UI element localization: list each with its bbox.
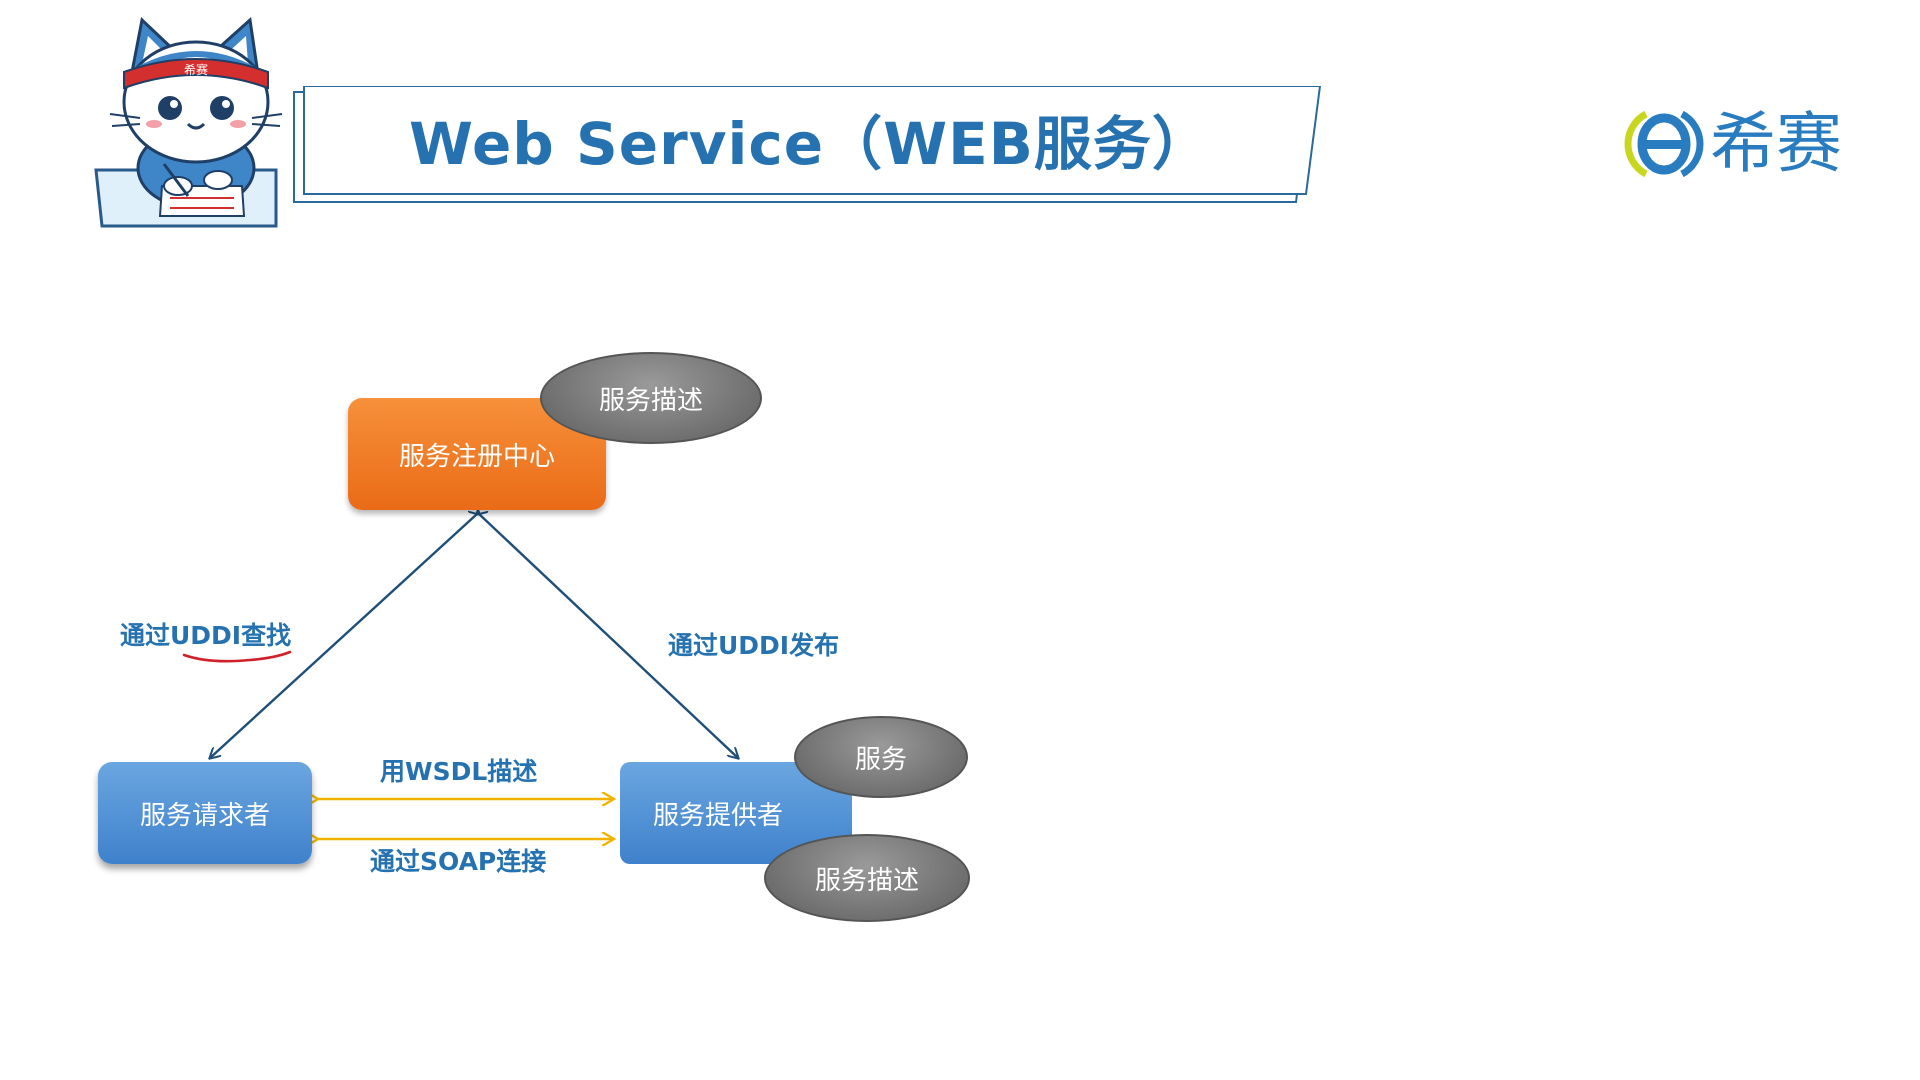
provider-service-description-node: 服务描述 (764, 834, 970, 922)
service-requester-node: 服务请求者 (98, 762, 312, 864)
registry-service-description-node: 服务描述 (540, 352, 762, 444)
brand-logo: 希赛 (1616, 104, 1876, 184)
annotation-underline-uddi (182, 650, 292, 663)
publish-via-uddi-label: 通过UDDI发布 (668, 631, 840, 660)
publish-connector (479, 514, 738, 758)
find-connector (210, 514, 477, 758)
title-banner (293, 86, 1322, 203)
connect-via-soap-label: 通过SOAP连接 (370, 847, 547, 876)
provider-service-node: 服务 (794, 716, 968, 798)
mascot-cat-icon: 希赛 (94, 17, 283, 228)
brand-e-icon (1624, 110, 1704, 178)
describe-with-wsdl-label: 用WSDL描述 (380, 757, 538, 786)
page-title: Web Service（WEB服务） (409, 110, 1211, 178)
mascot-badge-text: 希赛 (184, 62, 208, 77)
find-via-uddi-label: 通过UDDI查找 (120, 621, 292, 650)
brand-text: 希赛 (1710, 105, 1842, 182)
service-provider-label: 服务提供者 (652, 800, 783, 831)
